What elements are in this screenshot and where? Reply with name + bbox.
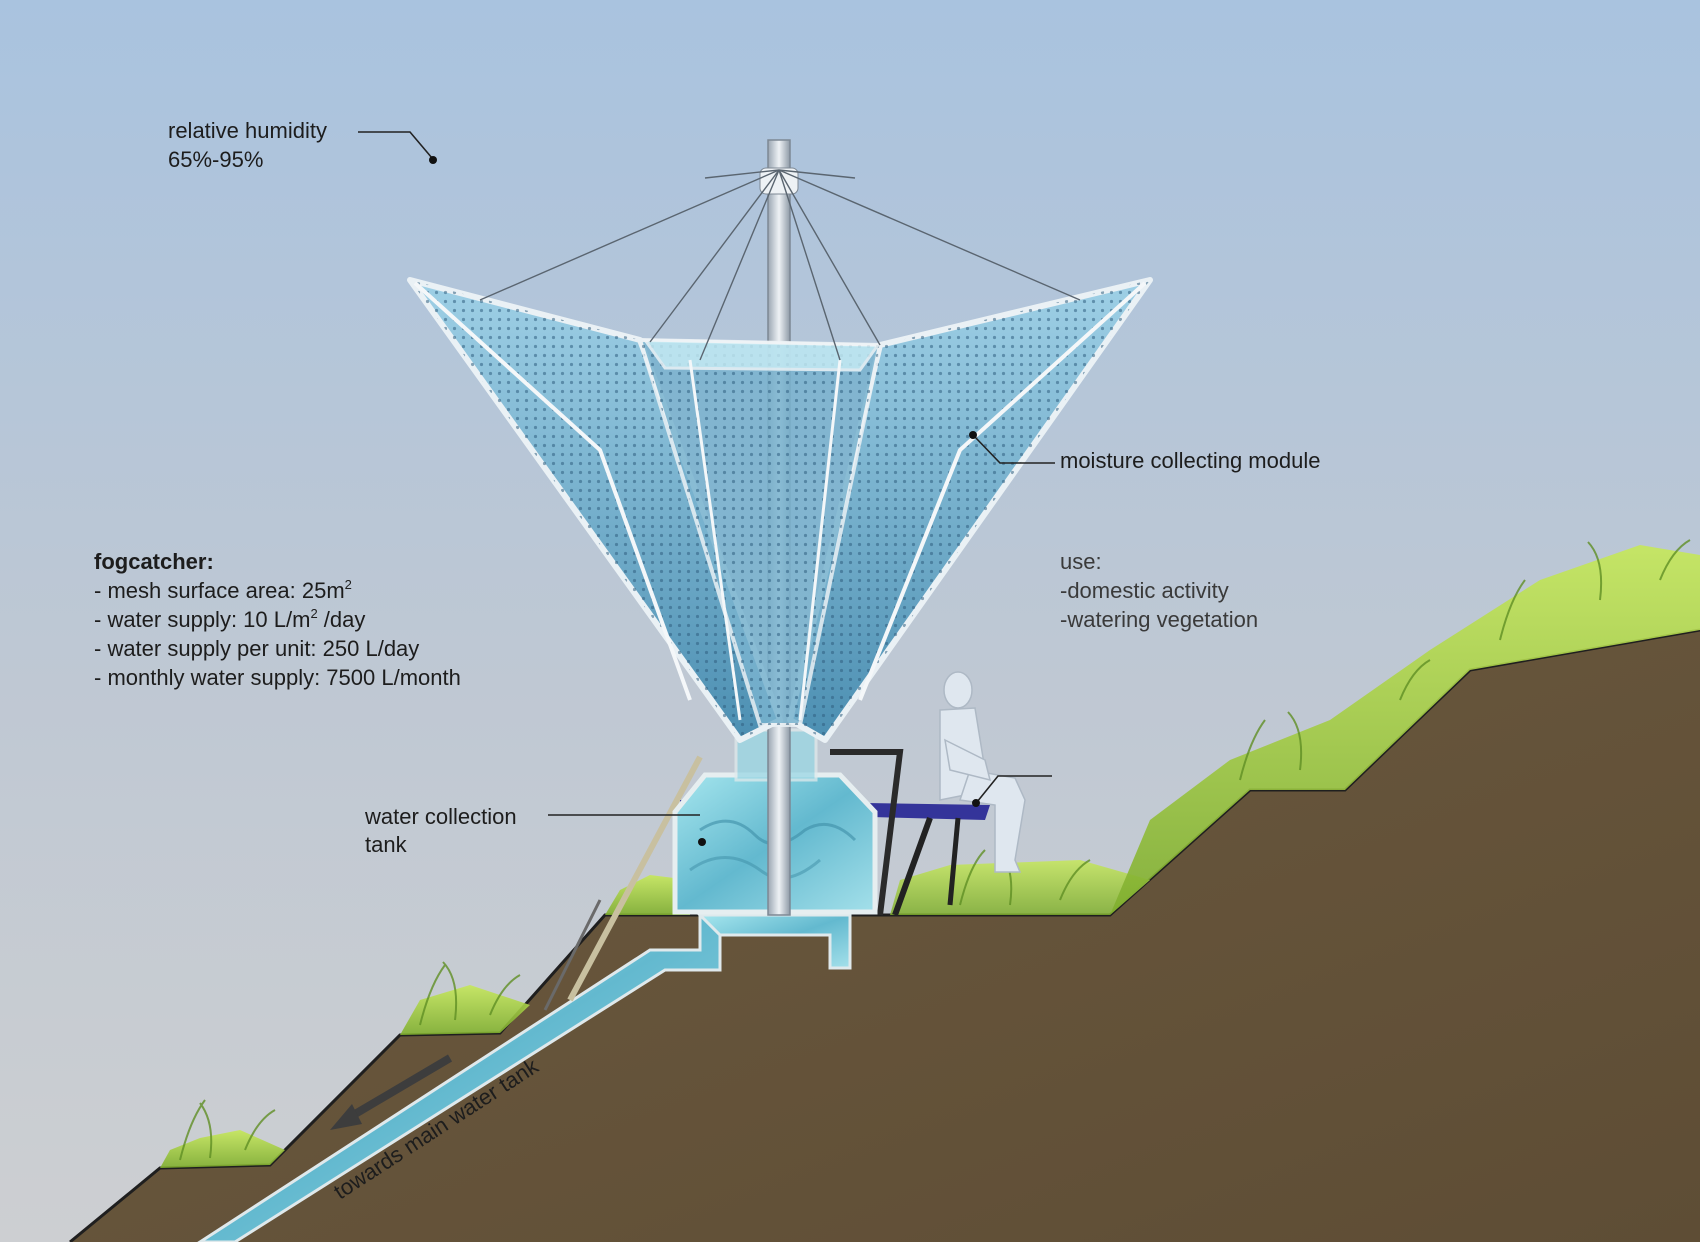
moisture-collecting-module <box>407 277 1153 743</box>
tension-cables <box>479 169 1081 361</box>
module-label: moisture collecting module <box>1060 448 1320 473</box>
pipe-connector <box>696 913 852 970</box>
support-strut-2 <box>543 899 602 1011</box>
spec-line: - monthly water supply: 7500 L/month <box>94 665 461 690</box>
fogcatcher-title: fogcatcher: <box>94 549 214 574</box>
flow-arrow <box>330 1054 453 1130</box>
use-item: -domestic activity <box>1060 578 1229 603</box>
spec-line: - mesh surface area: 25m2 <box>94 577 352 603</box>
tank-label-line1: water collection <box>364 804 517 829</box>
tank-label-line2: tank <box>365 832 408 857</box>
support-strut <box>567 755 703 1002</box>
use-title: use: <box>1060 549 1102 574</box>
fogcatcher-specs: - mesh surface area: 25m2 - water supply… <box>94 577 461 690</box>
grass-blades <box>179 539 1691 1161</box>
humidity-value: 65%-95% <box>168 147 263 172</box>
spec-line: - water supply per unit: 250 L/day <box>94 636 419 661</box>
humidity-label: relative humidity <box>168 118 327 143</box>
use-item: -watering vegetation <box>1060 607 1258 632</box>
seated-person <box>939 671 1026 873</box>
leader-lines <box>358 131 1055 846</box>
spec-line: - water supply: 10 L/m2 /day <box>94 606 365 632</box>
